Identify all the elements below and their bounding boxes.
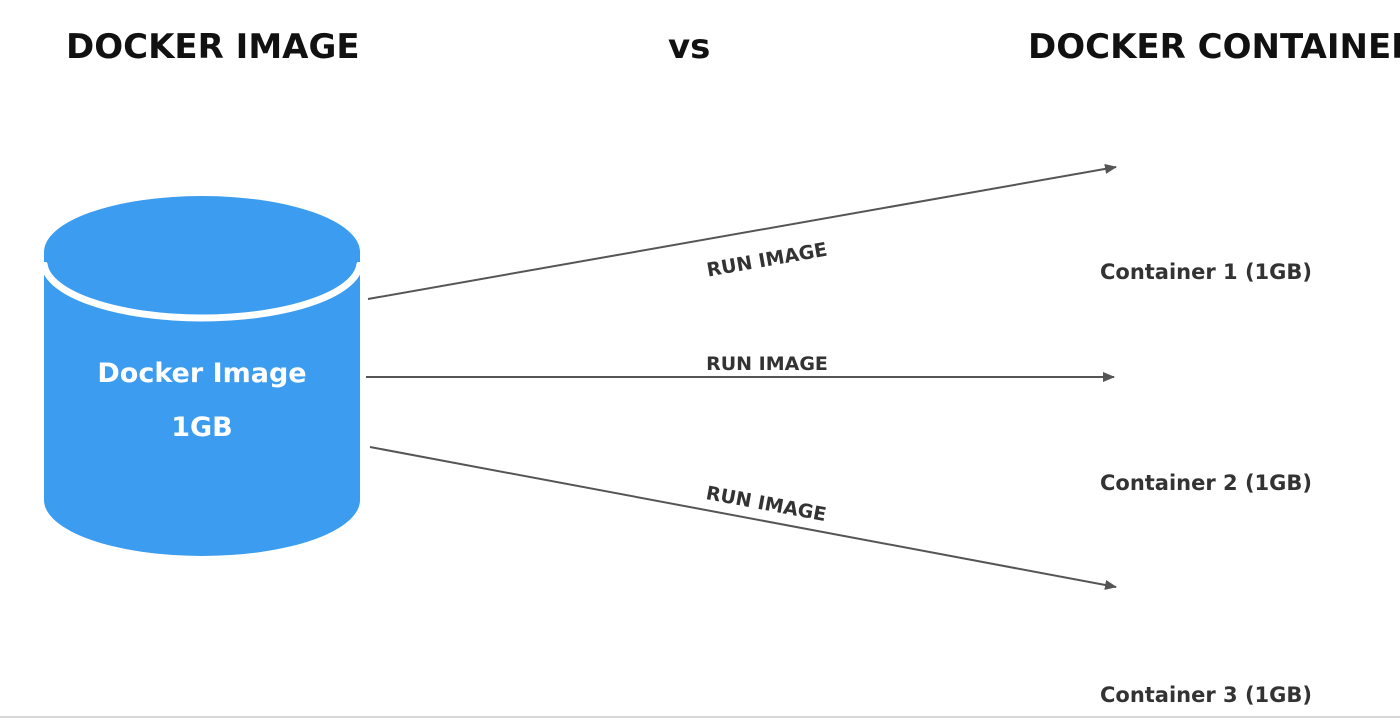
container-3-label: Container 3 (1GB) [1100, 683, 1312, 707]
edge-label-3: RUN IMAGE [704, 482, 828, 526]
image-node-label: Docker Image [97, 358, 306, 389]
edge-arrow-1 [367, 163, 1117, 300]
edges [366, 163, 1117, 590]
database-cylinder-icon [40, 196, 364, 556]
container-1-label: Container 1 (1GB) [1100, 260, 1312, 284]
image-node-size: 1GB [171, 412, 233, 443]
bottom-divider [0, 716, 1400, 718]
left-title: DOCKER IMAGE [66, 27, 360, 67]
right-title: DOCKER CONTAINER [1028, 27, 1400, 67]
edge-arrow-3 [369, 446, 1117, 590]
edge-label-2: RUN IMAGE [706, 353, 828, 375]
vs-title: vs [668, 27, 710, 67]
edge-label-1: RUN IMAGE [705, 239, 829, 282]
container-2-label: Container 2 (1GB) [1100, 471, 1312, 495]
